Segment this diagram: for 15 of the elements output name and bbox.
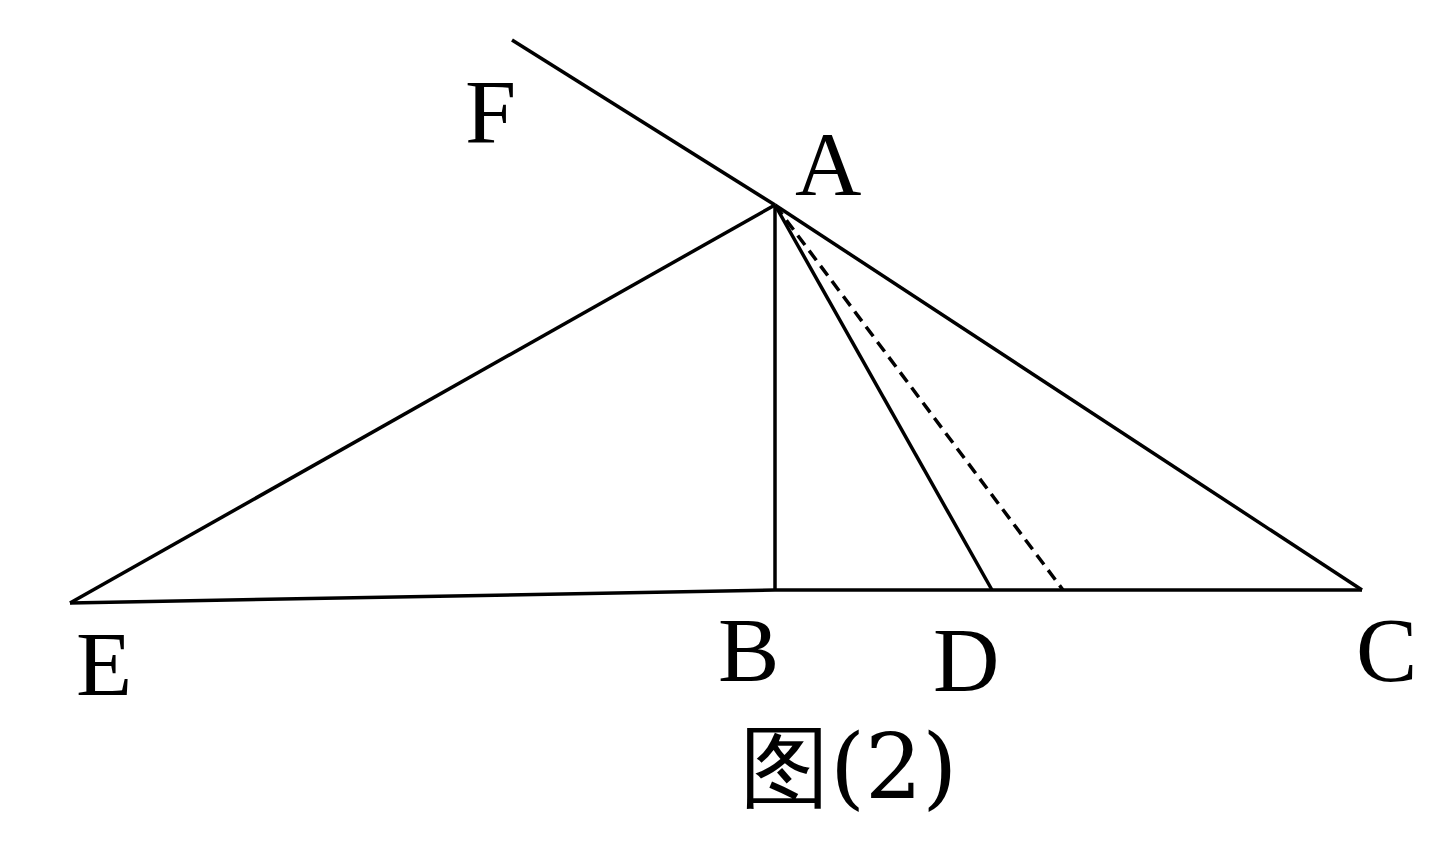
point-label: F	[465, 66, 517, 158]
line-segment	[773, 205, 777, 590]
line-segment	[992, 588, 1362, 592]
line-segment	[69, 588, 776, 605]
line-segment	[69, 203, 776, 605]
line-segment	[775, 588, 992, 592]
point-label: D	[933, 614, 1000, 706]
line-segment	[773, 204, 994, 591]
point-label: C	[1356, 604, 1418, 696]
point-label: B	[718, 604, 780, 696]
point-label: A	[795, 118, 862, 210]
line-segment	[774, 203, 1363, 592]
point-label: E	[76, 618, 133, 710]
line-segment	[511, 38, 776, 207]
figure-caption: 图(2)	[740, 722, 958, 812]
